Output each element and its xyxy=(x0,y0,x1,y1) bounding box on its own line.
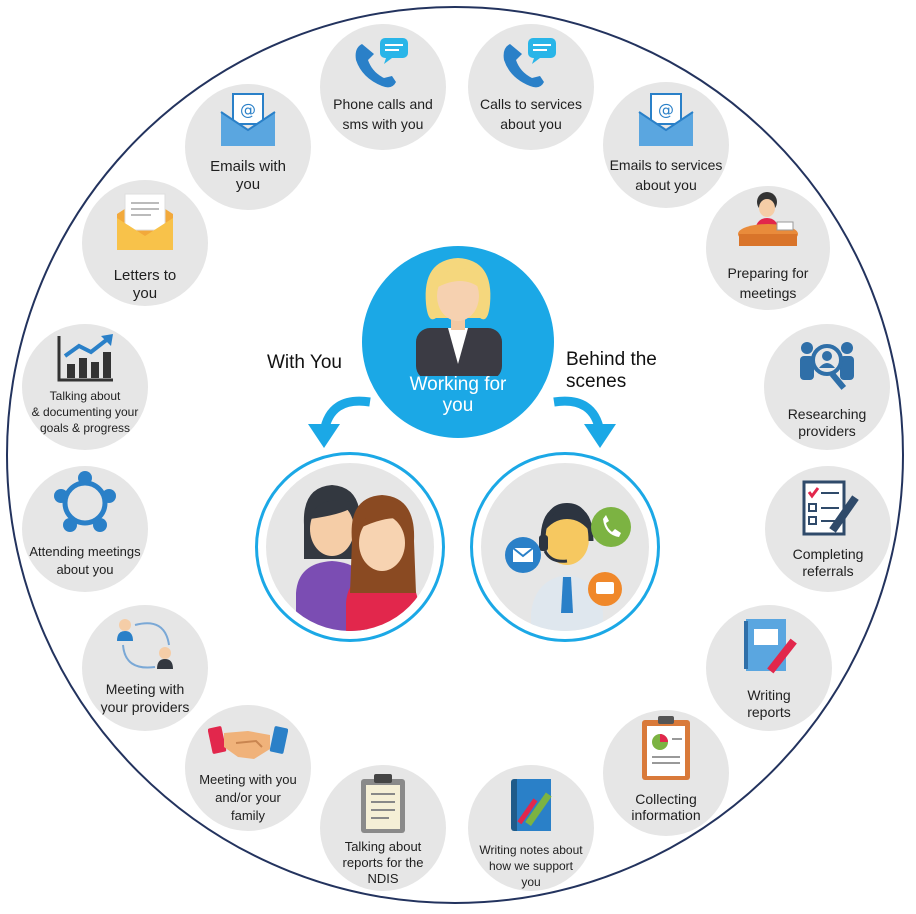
arrow-left-icon xyxy=(308,396,371,448)
svg-text:@: @ xyxy=(240,100,256,119)
node-label: Phone calls and sms with you xyxy=(333,96,433,132)
with-you-circle xyxy=(255,452,445,642)
node-label: Emails to services about you xyxy=(609,157,723,193)
notebook-pen-icon xyxy=(511,779,552,831)
meeting-circle-icon xyxy=(54,471,116,532)
people-cycle-icon xyxy=(117,619,173,669)
center-node: Working for you xyxy=(362,246,554,438)
handshake-icon xyxy=(208,726,288,759)
center-label: Working for you xyxy=(409,374,507,416)
node-label: Talking about & documenting your goals &… xyxy=(31,389,139,435)
node-meeting-family: Meeting with you and/or your family xyxy=(185,705,311,831)
desk-worker-icon xyxy=(738,192,798,246)
magnifier-people-icon xyxy=(800,342,854,390)
node-label: Researching providers xyxy=(787,406,867,439)
node-label: Collecting information xyxy=(631,791,701,823)
node-label: Letters to you xyxy=(113,267,177,302)
clipboard-chart-icon xyxy=(642,716,690,780)
two-women-icon xyxy=(296,485,418,631)
email-envelope-icon: @ xyxy=(220,93,276,146)
branch-label-with-you: With You xyxy=(267,352,342,373)
arrow-right-icon xyxy=(553,396,616,448)
node-label: Completing referrals xyxy=(792,546,864,579)
node-label: Writing reports xyxy=(747,687,791,720)
growth-chart-icon xyxy=(57,334,113,382)
branch-label-behind-scenes: Behind the scenes xyxy=(566,349,657,392)
node-goals-progress: Talking about & documenting your goals &… xyxy=(22,324,148,450)
letter-envelope-icon xyxy=(117,193,173,250)
node-completing-referrals: Completing referrals xyxy=(765,466,891,592)
email-envelope-icon: @ xyxy=(638,93,694,146)
node-writing-notes: Writing notes about how we support you xyxy=(468,765,594,891)
checklist-pen-icon xyxy=(802,480,859,536)
svg-text:@: @ xyxy=(658,100,674,119)
node-writing-reports: Writing reports xyxy=(706,605,832,731)
professional-woman-icon xyxy=(416,258,502,376)
node-label: Meeting with your providers xyxy=(100,681,190,715)
node-talking-reports-ndis: Talking about reports for the NDIS xyxy=(320,765,446,891)
node-label: Talking about reports for the NDIS xyxy=(342,839,424,886)
phone-chat-icon xyxy=(503,38,556,88)
node-label: Writing notes about how we support you xyxy=(479,843,583,889)
outer-ring xyxy=(6,6,904,904)
call-center-agent-icon xyxy=(505,503,631,631)
node-label: Preparing for meetings xyxy=(727,265,809,301)
node-attending-meetings: Attending meetings about you xyxy=(22,466,148,592)
behind-scenes-circle xyxy=(470,452,660,642)
node-calls-to-services: Calls to services about you xyxy=(468,24,594,150)
node-label: Emails with you xyxy=(210,158,286,193)
clipboard-icon xyxy=(361,774,405,833)
node-label: Calls to services about you xyxy=(480,96,582,132)
node-label: Attending meetings about you xyxy=(29,544,141,577)
node-emails-to-services: @ Emails to services about you xyxy=(603,82,729,208)
node-preparing-meetings: Preparing for meetings xyxy=(706,186,830,310)
node-collecting-information: Collecting information xyxy=(603,710,729,836)
notepad-pencil-icon xyxy=(744,619,797,674)
node-label: Meeting with you and/or your family xyxy=(199,772,297,823)
node-meeting-providers: Meeting with your providers xyxy=(82,605,208,731)
node-phone-calls-sms: Phone calls and sms with you xyxy=(320,24,446,150)
node-emails-with-you: @ Emails with you xyxy=(185,84,311,210)
node-researching-providers: Researching providers xyxy=(764,324,890,450)
node-letters: Letters to you xyxy=(82,180,208,306)
phone-chat-icon xyxy=(355,38,408,88)
